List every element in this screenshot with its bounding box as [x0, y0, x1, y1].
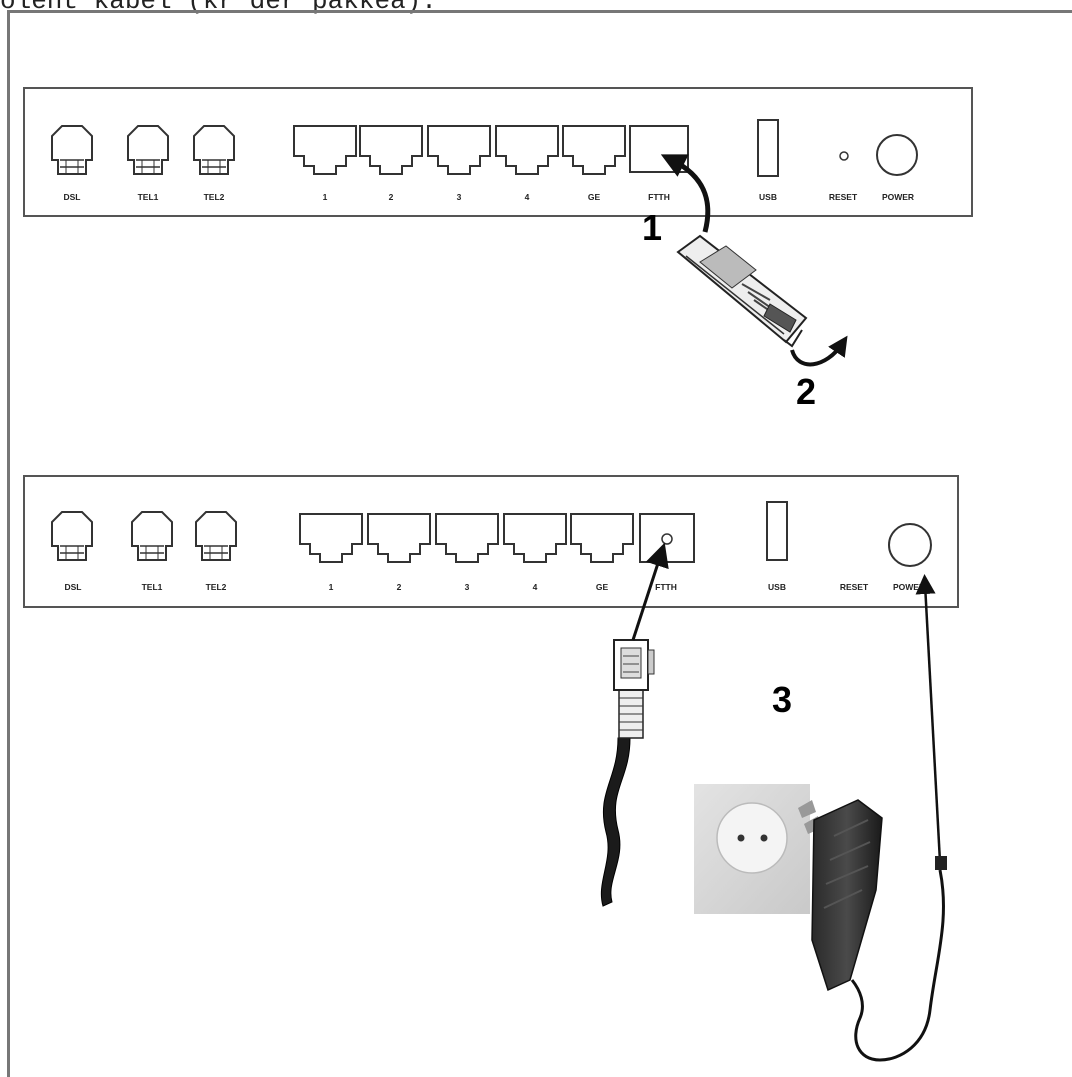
remove-cap-arrow [790, 335, 848, 367]
wall-socket [694, 784, 810, 914]
port-label-4: 4 [525, 192, 530, 202]
port-label-2: 2 [389, 192, 394, 202]
port-label-tel1: TEL1 [142, 582, 163, 592]
port-label-usb: USB [759, 192, 777, 202]
port-label-4: 4 [533, 582, 538, 592]
frame-left-border [7, 10, 10, 1077]
frame-top-border [9, 10, 1072, 13]
dsl-port [51, 125, 93, 175]
lan2-port [367, 513, 431, 563]
ge-port [570, 513, 634, 563]
power-adapter-cable [850, 869, 945, 1062]
port-label-3: 3 [457, 192, 462, 202]
lan2-port [359, 125, 423, 175]
port-label-dsl: DSL [64, 192, 81, 202]
insert-arrow [660, 154, 711, 233]
port-label-3: 3 [465, 582, 470, 592]
fiber-optic-cable [600, 639, 655, 907]
dc-plug [935, 856, 947, 870]
lan3-port [427, 125, 491, 175]
ge-port [562, 125, 626, 175]
tel2-port [195, 511, 237, 561]
step-number-1: 1 [642, 207, 662, 248]
power-adapter [798, 799, 883, 992]
sfp-module [676, 234, 808, 348]
ftth-port-sfp-opening [661, 533, 673, 545]
port-label-ge: GE [588, 192, 601, 202]
lan1-port [293, 125, 357, 175]
router-back-panel-top: DSL TEL1 TEL2 1 2 3 4 GE FTTH USB RESET … [23, 87, 973, 217]
power-socket [876, 134, 918, 176]
port-label-1: 1 [323, 192, 328, 202]
lan4-port [495, 125, 559, 175]
port-label-tel2: TEL2 [206, 582, 227, 592]
step-number-2: 2 [796, 371, 816, 412]
lan3-port [435, 513, 499, 563]
port-label-reset: RESET [829, 192, 858, 202]
port-label-tel1: TEL1 [138, 192, 159, 202]
port-label-1: 1 [329, 582, 334, 592]
router-back-panel-bottom: DSL TEL1 TEL2 1 2 3 4 GE FTTH USB RESET … [23, 475, 959, 608]
port-label-ge: GE [596, 582, 609, 592]
port-label-ftth: FTTH [655, 582, 677, 592]
tel2-port [193, 125, 235, 175]
port-label-reset: RESET [840, 582, 869, 592]
power-socket [888, 523, 932, 567]
power-connect-arrow [915, 574, 942, 863]
lan1-port [299, 513, 363, 563]
reset-button [839, 151, 849, 161]
dsl-port [51, 511, 93, 561]
tel1-port [131, 511, 173, 561]
lan4-port [503, 513, 567, 563]
usb-port [766, 501, 788, 561]
port-label-tel2: TEL2 [204, 192, 225, 202]
port-label-usb: USB [768, 582, 786, 592]
port-label-2: 2 [397, 582, 402, 592]
step-number-3: 3 [772, 679, 792, 720]
port-label-ftth: FTTH [648, 192, 670, 202]
fiber-connect-arrow [631, 542, 669, 641]
port-label-power: POWER [882, 192, 914, 202]
port-label-dsl: DSL [65, 582, 82, 592]
port-label-power: POWER [893, 582, 925, 592]
usb-port [757, 119, 779, 177]
tel1-port [127, 125, 169, 175]
